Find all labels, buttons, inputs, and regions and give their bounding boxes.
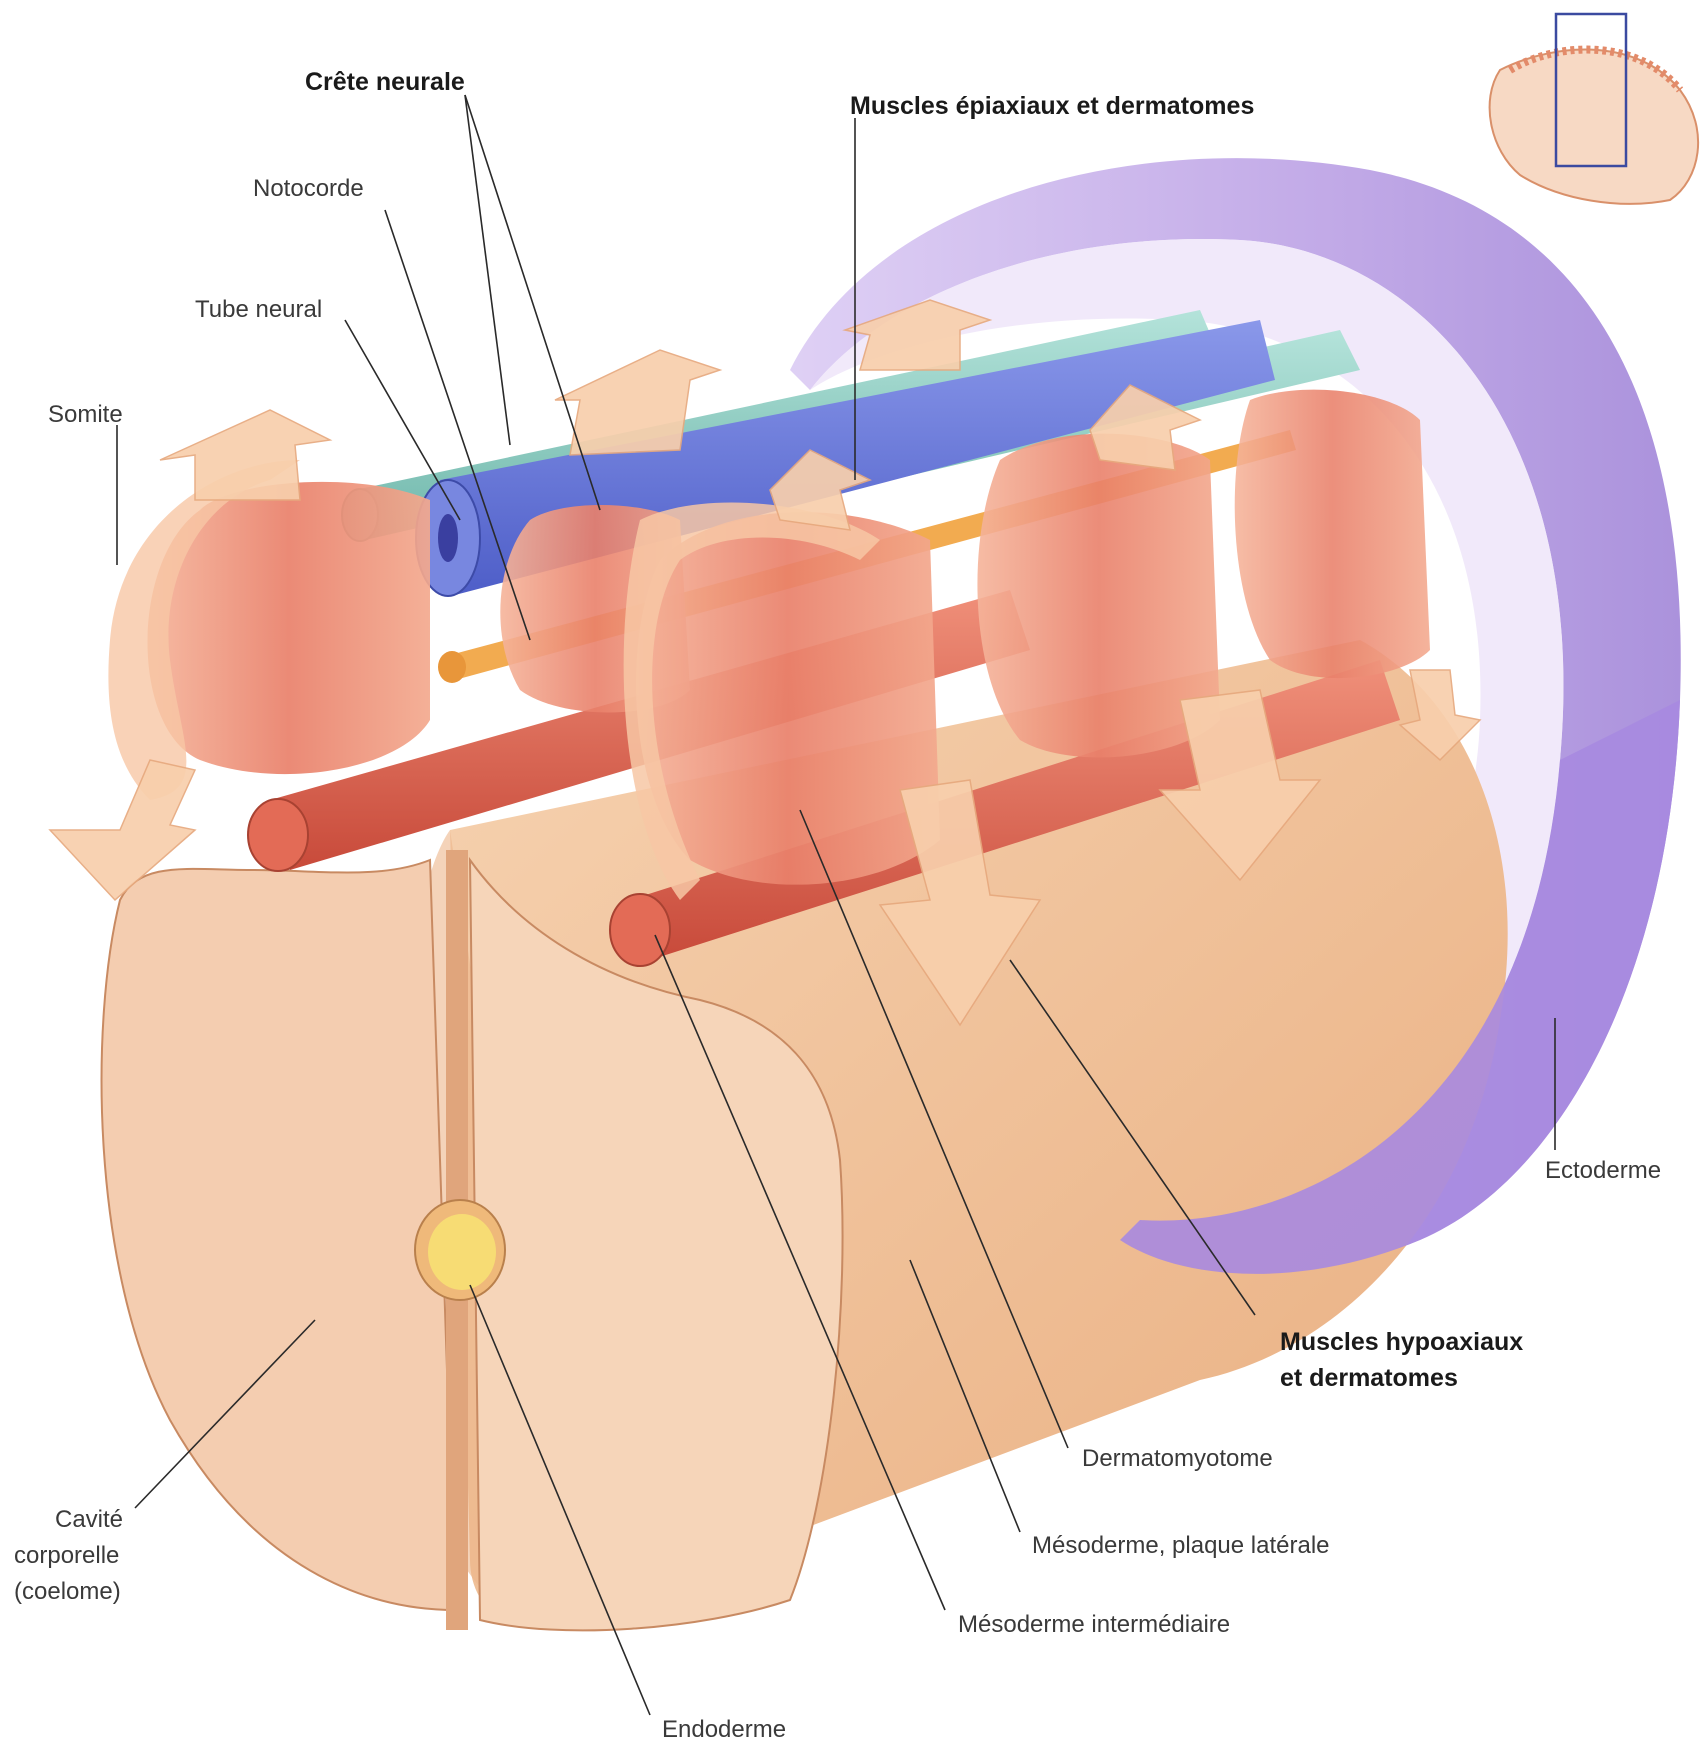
- label-tube-neural: Tube neural: [195, 296, 322, 323]
- label-muscles-epiaxiaux: Muscles épiaxiaux et dermatomes: [850, 92, 1254, 120]
- label-muscles-hypoaxiaux-2: et dermatomes: [1280, 1364, 1458, 1392]
- label-somite: Somite: [48, 401, 123, 428]
- label-mesoderme-intermediaire: Mésoderme intermédiaire: [958, 1611, 1230, 1638]
- label-mesoderme-lateral: Mésoderme, plaque latérale: [1032, 1532, 1330, 1559]
- somite-3: [624, 503, 940, 900]
- somite-1: [108, 460, 430, 800]
- label-cavite-2: corporelle: [14, 1542, 119, 1569]
- label-notocorde: Notocorde: [253, 175, 364, 202]
- label-muscles-hypoaxiaux-1: Muscles hypoaxiaux: [1280, 1328, 1523, 1356]
- label-cavite-1: Cavité: [55, 1506, 123, 1533]
- label-crete-neurale: Crête neurale: [305, 68, 465, 96]
- label-dermatomyotome: Dermatomyotome: [1082, 1445, 1273, 1472]
- somite-5: [1235, 390, 1430, 679]
- endoderm-gut: [428, 1214, 496, 1290]
- label-ectoderme: Ectoderme: [1545, 1157, 1661, 1184]
- label-endoderme: Endoderme: [662, 1716, 786, 1738]
- embryo-thumbnail-icon: [1490, 14, 1699, 204]
- label-cavite-3: (coelome): [14, 1578, 121, 1605]
